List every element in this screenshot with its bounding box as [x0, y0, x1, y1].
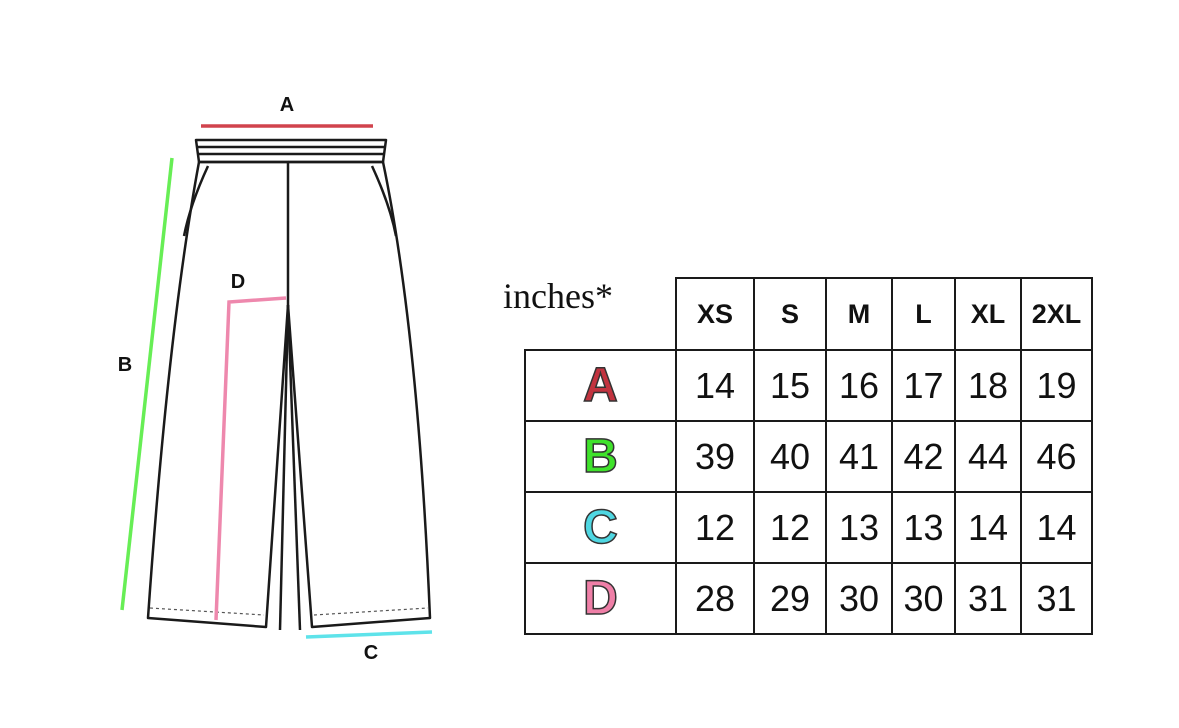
row-key-a: A [524, 349, 677, 422]
table-cell: 17 [891, 349, 956, 422]
length-label: B [118, 354, 132, 376]
table-cell: 13 [891, 491, 956, 564]
table-cell: 19 [1020, 349, 1093, 422]
row-key-c: C [524, 491, 677, 564]
size-header-s: S [753, 277, 827, 351]
table-cell: 46 [1020, 420, 1093, 493]
table-corner [525, 278, 676, 350]
size-header-m: M [825, 277, 893, 351]
table-cell: 12 [753, 491, 827, 564]
size-header-xs: XS [675, 277, 755, 351]
table-cell: 14 [675, 349, 755, 422]
left-pocket [182, 165, 210, 237]
hem-label: C [364, 642, 378, 664]
hem-measure-line [305, 630, 433, 639]
table-cell: 18 [954, 349, 1022, 422]
table-cell: 15 [753, 349, 827, 422]
length-measure-line [120, 157, 174, 611]
waist-label: A [280, 94, 294, 116]
table-cell: 16 [825, 349, 893, 422]
table-cell: 13 [825, 491, 893, 564]
pants-outline [146, 138, 432, 631]
inseam-label: D [231, 271, 245, 293]
table-cell: 28 [675, 562, 755, 635]
left-inner-seam [278, 304, 290, 631]
table-cell: 29 [753, 562, 827, 635]
hem-stitching [149, 607, 429, 616]
size-header-l: L [891, 277, 956, 351]
table-cell: 14 [954, 491, 1022, 564]
right-inner-seam [286, 304, 302, 631]
table-cell: 41 [825, 420, 893, 493]
left-leg [146, 160, 290, 629]
size-header-xl: XL [954, 277, 1022, 351]
table-cell: 40 [753, 420, 827, 493]
table-cell: 14 [1020, 491, 1093, 564]
row-key-b: B [524, 420, 677, 493]
row-key-d: D [524, 562, 677, 635]
table-cell: 12 [675, 491, 755, 564]
table-cell: 30 [825, 562, 893, 635]
table-cell: 39 [675, 420, 755, 493]
table-cell: 31 [1020, 562, 1093, 635]
table-cell: 31 [954, 562, 1022, 635]
right-leg [286, 160, 432, 629]
right-pocket [370, 165, 398, 237]
size-header-2xl: 2XL [1020, 277, 1093, 351]
waistband [194, 138, 388, 164]
table-cell: 42 [891, 420, 956, 493]
unit-label: inches* [503, 276, 613, 316]
table-cell: 44 [954, 420, 1022, 493]
table-cell: 30 [891, 562, 956, 635]
inseam-measure-line [214, 296, 287, 621]
